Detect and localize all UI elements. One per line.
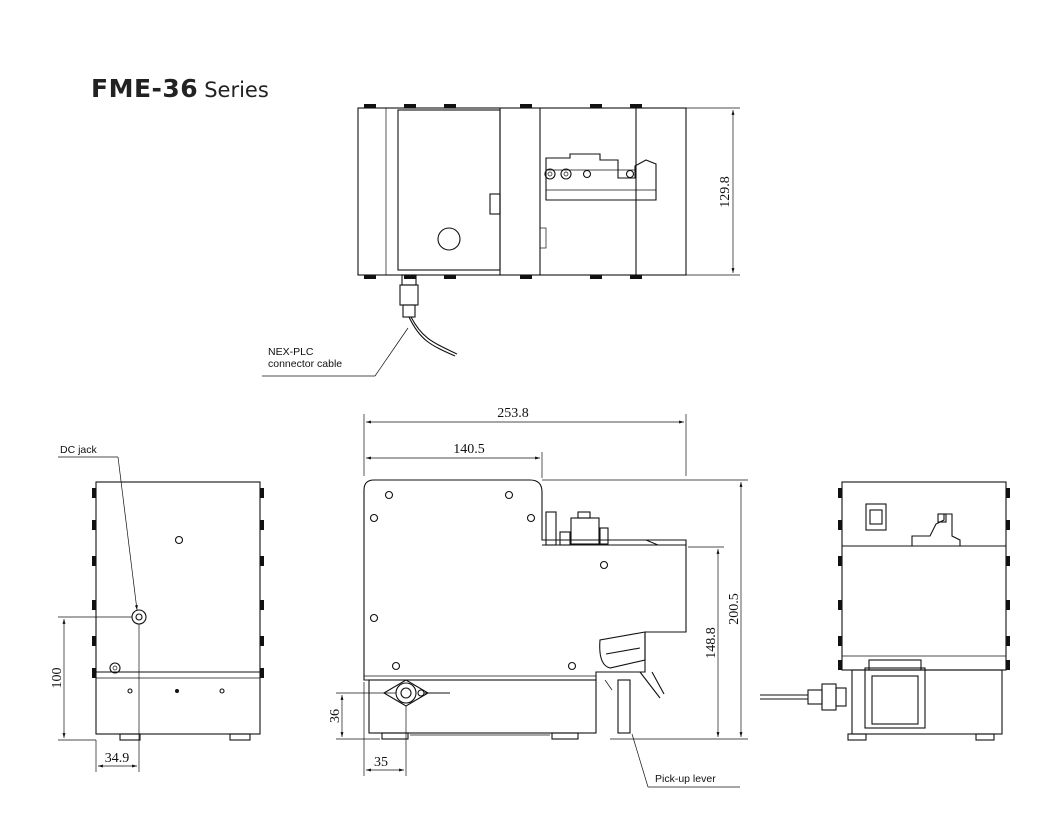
cable-label-line2: connector cable bbox=[268, 358, 342, 370]
pickup-lever-label: Pick-up lever bbox=[655, 773, 716, 785]
dc-jack-label: DC jack bbox=[60, 444, 98, 456]
dim-top-depth: 129.8 bbox=[718, 176, 733, 208]
dim-jack-height: 100 bbox=[50, 668, 65, 689]
dim-foot-offset: 35 bbox=[374, 755, 388, 770]
front-view: 253.8 140.5 200.5 148.8 36 35 Pick-up le… bbox=[328, 406, 748, 788]
dim-foot-height: 36 bbox=[328, 709, 343, 723]
left-side-view: DC jack 100 34.9 bbox=[50, 444, 264, 772]
dim-upper-width: 140.5 bbox=[453, 442, 485, 457]
right-side-view bbox=[760, 481, 1010, 741]
dim-overall-height: 200.5 bbox=[727, 593, 742, 625]
top-view: 129.8 NEX-PLC connector cable bbox=[262, 104, 740, 377]
series-label: Series bbox=[204, 78, 269, 102]
model-name: FME-36 bbox=[91, 74, 199, 103]
dim-lower-height: 148.8 bbox=[704, 627, 719, 659]
cable-label-line1: NEX-PLC bbox=[268, 346, 314, 358]
dim-jack-offset: 34.9 bbox=[105, 751, 130, 766]
dim-overall-width: 253.8 bbox=[497, 406, 529, 421]
